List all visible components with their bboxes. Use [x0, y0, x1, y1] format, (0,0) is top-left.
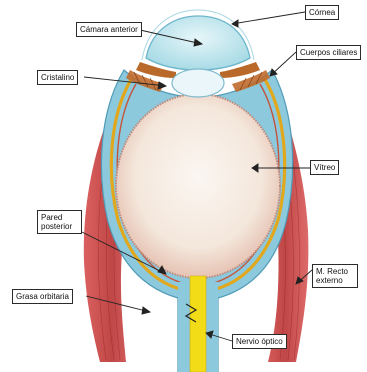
vitreous-body [116, 94, 280, 278]
label-grasa-orbitaria: Grasa orbitaria [12, 289, 73, 304]
label-pared-posterior: Pared posterior [37, 210, 82, 234]
label-cristalino: Cristalino [37, 70, 78, 85]
label-cuerpos-ciliares: Cuerpos ciliares [296, 45, 361, 60]
lens [172, 69, 224, 97]
label-m-recto-externo: M. Recto externo [312, 264, 358, 288]
label-cornea: Córnea [305, 5, 339, 20]
label-vitreo: Vítreo [310, 160, 339, 175]
label-nervio-optico: Nervio óptico [232, 334, 287, 349]
label-camara-anterior: Cámara anterior [76, 22, 142, 37]
optic-nerve [190, 276, 206, 372]
